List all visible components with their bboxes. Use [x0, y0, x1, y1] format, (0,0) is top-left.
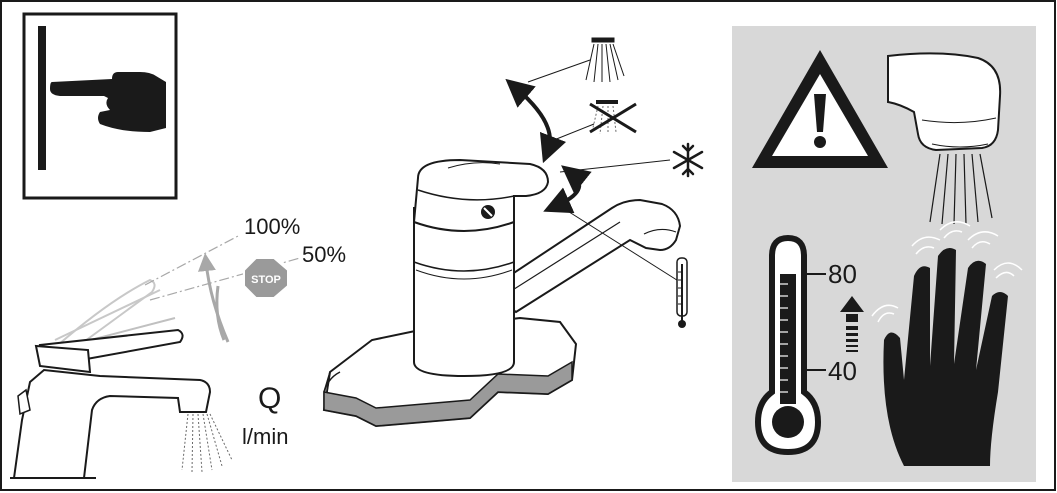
snowflake-icon [672, 142, 704, 178]
temp-adjust-arrow [543, 165, 592, 214]
thermometer-probe-icon [676, 257, 688, 328]
thermometer-icon [754, 234, 826, 456]
temp-low-label: 40 [828, 356, 857, 386]
flow-adjust-arrow [505, 78, 567, 164]
sink-mixer [322, 158, 682, 428]
stop-sign-icon: STOP [243, 257, 289, 299]
note-box [22, 12, 178, 200]
hot-hand-icon [871, 221, 1023, 466]
full-flow-label: 100% [244, 214, 300, 239]
water-jet-icon [585, 37, 625, 83]
flow-unit: l/min [242, 424, 288, 449]
half-flow-label: 50% [302, 242, 346, 267]
hot-tap-icon [887, 52, 1002, 225]
flow-symbol: Q [258, 382, 281, 415]
temp-rise-arrow-icon [840, 296, 864, 352]
temp-high-label: 80 [828, 259, 857, 289]
pointing-hand-icon [50, 72, 166, 132]
basin-mixer-small [10, 234, 301, 479]
warning-triangle-icon [752, 50, 888, 168]
water-off-icon [589, 100, 637, 135]
note-bar [38, 26, 46, 170]
stop-sign-text: STOP [251, 274, 281, 286]
